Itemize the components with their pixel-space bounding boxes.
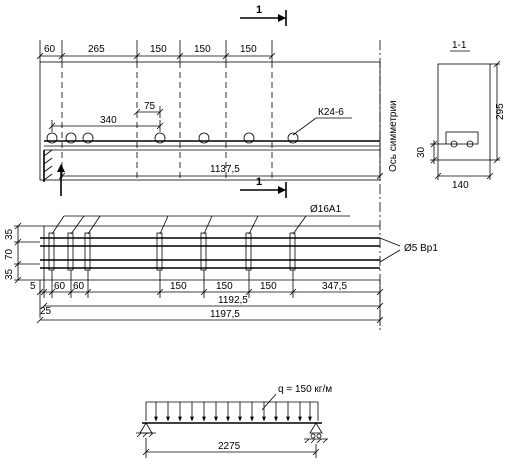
dim-1137: 1137,5 bbox=[210, 164, 240, 175]
bar-circle bbox=[65, 132, 77, 144]
bar-circle bbox=[287, 132, 299, 144]
cross-section-view: 1-1 295 30 140 bbox=[416, 40, 506, 191]
pin-support-left bbox=[139, 422, 153, 434]
bar-circle bbox=[82, 132, 94, 144]
load-arrows bbox=[154, 402, 312, 422]
plan-bar bbox=[67, 232, 74, 271]
cross-section-title: 1-1 bbox=[452, 40, 467, 51]
dim-top-150-c: 150 bbox=[240, 44, 257, 55]
load-scheme: q = 150 кг/м bbox=[136, 384, 332, 458]
span-dim: 2275 bbox=[218, 441, 241, 452]
plan-dim-150-c: 150 bbox=[260, 281, 277, 292]
section-mark-top: 1 bbox=[240, 4, 287, 26]
bar-circle bbox=[198, 132, 210, 144]
plan-dim-60-b: 60 bbox=[73, 281, 85, 292]
wire-label: Ø5 Вр1 bbox=[404, 243, 438, 254]
plan-bar bbox=[84, 232, 91, 271]
section-mark-bottom-label: 1 bbox=[256, 176, 262, 188]
plan-bar bbox=[200, 232, 207, 271]
bar-label: Ø16А1 bbox=[310, 204, 342, 215]
plan-dim-347: 347,5 bbox=[322, 281, 347, 292]
cross-section-30: 30 bbox=[416, 146, 427, 158]
dim-top-265: 265 bbox=[88, 44, 105, 55]
plan-bar bbox=[289, 232, 296, 271]
dim-340: 340 bbox=[100, 115, 117, 126]
load-label: q = 150 кг/м bbox=[278, 384, 332, 395]
plan-dim-70: 70 bbox=[4, 248, 15, 260]
frame-label: К24-6 bbox=[318, 107, 344, 118]
plan-dim-1192: 1192,5 bbox=[218, 295, 248, 306]
plan-dim-25: 25 bbox=[40, 306, 52, 317]
plan-view: Ø16А1 Ø5 Вр1 35 70 35 bbox=[4, 204, 438, 326]
bar-circle bbox=[243, 132, 255, 144]
symmetry-axis-label: Ось симметрии bbox=[388, 100, 399, 172]
plan-bar bbox=[156, 232, 163, 271]
plan-dim-150-b: 150 bbox=[216, 281, 233, 292]
bar-circle bbox=[154, 132, 166, 144]
plan-dim-150-a: 150 bbox=[170, 281, 187, 292]
plan-dim-35-bottom: 35 bbox=[4, 268, 15, 280]
plan-dim-5: 5 bbox=[30, 281, 36, 292]
plan-dim-1197: 1197,5 bbox=[210, 309, 240, 320]
plan-bar bbox=[245, 232, 252, 271]
dim-top-150-a: 150 bbox=[150, 44, 167, 55]
dim-top-60: 60 bbox=[44, 44, 56, 55]
dim-75: 75 bbox=[144, 101, 156, 112]
plan-dim-35-top: 35 bbox=[4, 228, 15, 240]
plan-dim-60-a: 60 bbox=[54, 281, 66, 292]
roller-support-right bbox=[309, 422, 323, 434]
top-dimension-chain: 60 265 150 150 150 bbox=[36, 40, 276, 62]
section-mark-top-label: 1 bbox=[256, 4, 262, 16]
section-mark-bottom: 1 bbox=[240, 176, 287, 198]
plan-bar bbox=[48, 232, 55, 271]
cross-section-height: 295 bbox=[495, 103, 506, 120]
dim-top-150-b: 150 bbox=[194, 44, 211, 55]
bar-circle bbox=[46, 132, 58, 144]
cross-section-width: 140 bbox=[452, 180, 469, 191]
elevation-view: 340 75 К24-6 1137,5 Ось симметрии bbox=[39, 40, 399, 330]
